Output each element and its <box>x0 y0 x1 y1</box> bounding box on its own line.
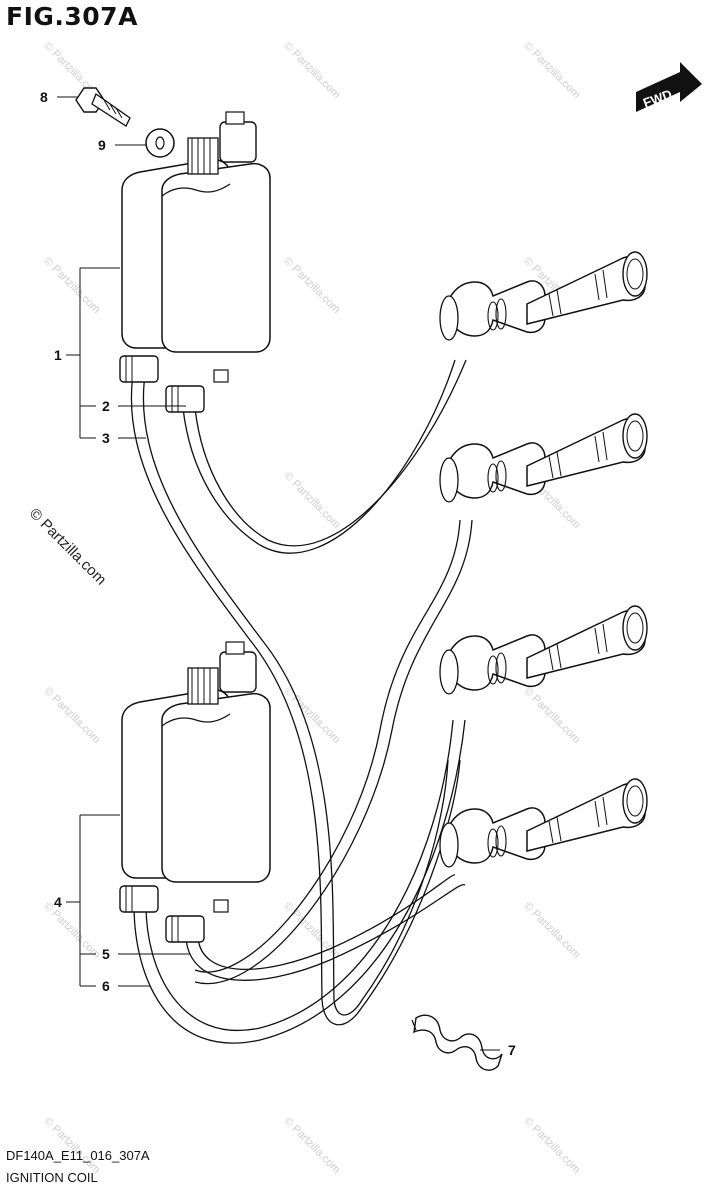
callout-8: 8 <box>40 89 48 105</box>
callout-1: 1 <box>54 347 62 363</box>
callout-3: 3 <box>102 430 110 446</box>
figure-title: FIG.307A <box>6 2 138 31</box>
ignition-coil-lower <box>119 641 271 943</box>
callout-4: 4 <box>54 894 62 910</box>
spark-plug-cap <box>439 413 648 503</box>
spark-plug-cap <box>439 251 648 341</box>
spark-plug-cap <box>439 605 648 695</box>
diagram-name: IGNITION COIL <box>6 1170 98 1185</box>
washer <box>145 128 175 158</box>
callout-6: 6 <box>102 978 110 994</box>
bolt <box>75 87 131 127</box>
diagram-code: DF140A_E11_016_307A <box>6 1148 150 1163</box>
forward-direction-arrow: FWD <box>636 62 702 112</box>
spark-plug-cap <box>439 778 648 868</box>
leader-lines <box>57 96 500 1051</box>
ignition-coil-upper <box>119 111 271 413</box>
ignition-cables <box>130 359 473 1044</box>
callout-5: 5 <box>102 946 110 962</box>
callout-9: 9 <box>98 137 106 153</box>
callout-7: 7 <box>508 1042 516 1058</box>
cable-clamp <box>411 1014 503 1071</box>
callout-2: 2 <box>102 398 110 414</box>
